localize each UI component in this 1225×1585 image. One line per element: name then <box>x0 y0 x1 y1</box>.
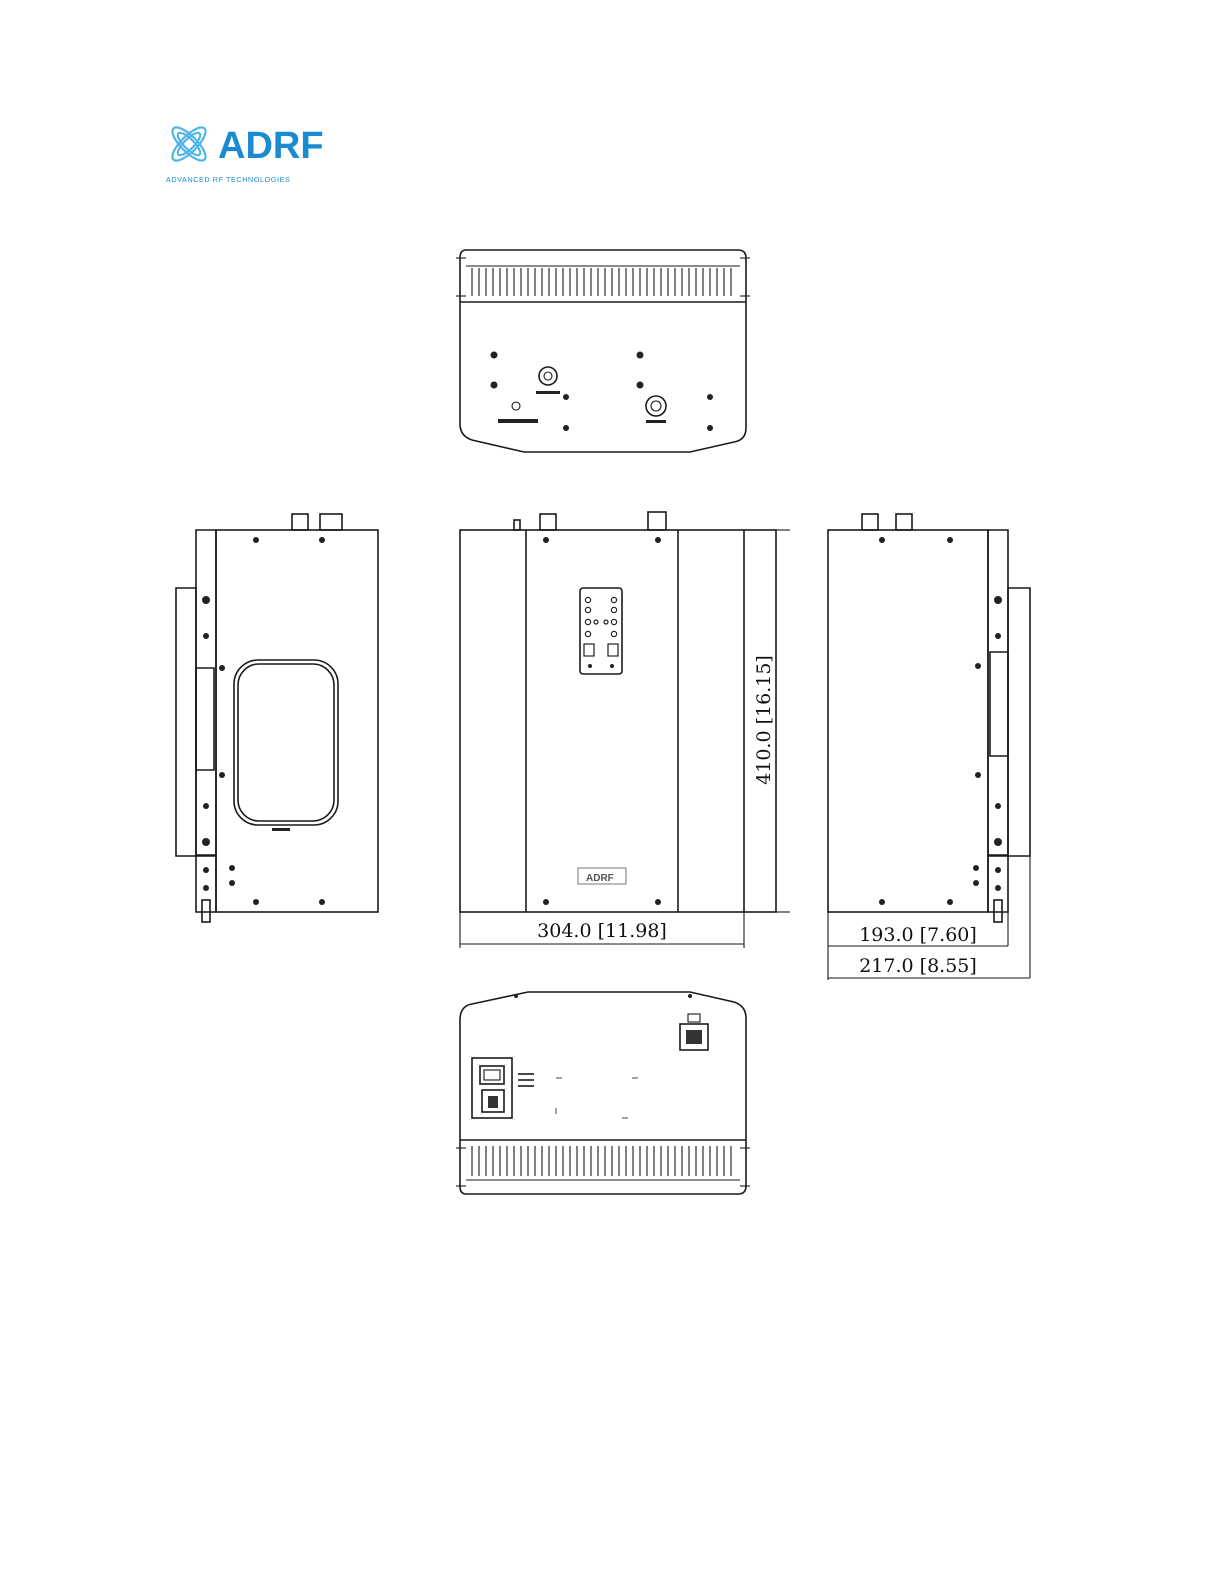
top-view <box>456 250 750 452</box>
dim-side-depth-overall: 217.0 [8.55] <box>859 955 977 977</box>
front-view: ADRF 410.0 [16.15] 304.0 [11.98] <box>460 512 790 948</box>
dim-side-depth: 193.0 [7.60] <box>859 924 977 946</box>
right-side-view: 193.0 [7.60] 217.0 [8.55] <box>828 514 1030 980</box>
dim-front-height: 410.0 [16.15] <box>753 655 775 785</box>
front-brand-plate: ADRF <box>586 873 614 884</box>
bottom-view <box>456 992 750 1194</box>
left-side-view <box>176 514 378 922</box>
dim-front-width: 304.0 [11.98] <box>537 920 667 942</box>
